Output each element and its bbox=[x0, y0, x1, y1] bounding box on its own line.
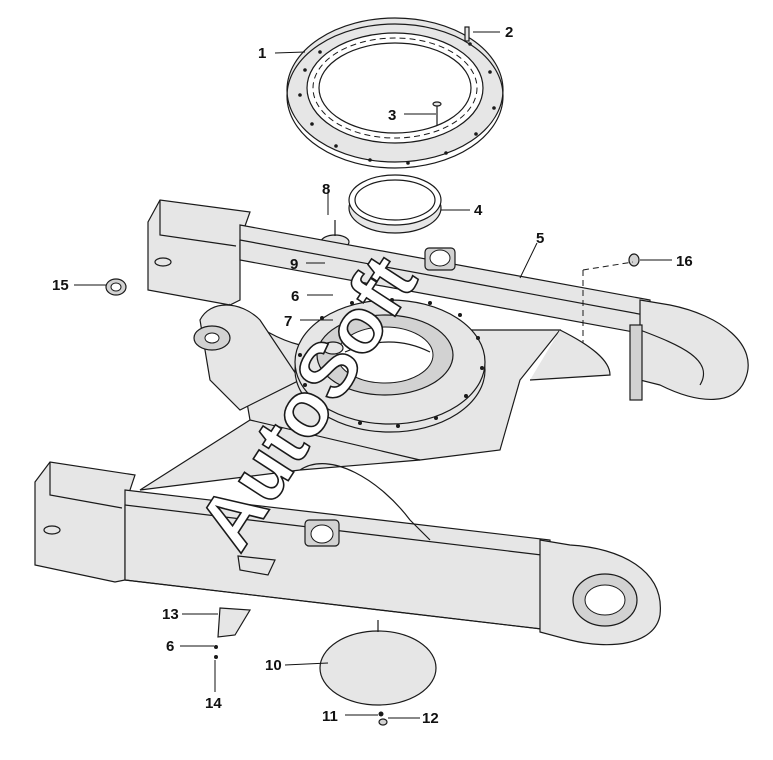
ring-part-16 bbox=[628, 253, 640, 267]
callout-6-lower: 6 bbox=[166, 638, 174, 655]
slewing-ring bbox=[286, 17, 504, 169]
callout-2: 2 bbox=[505, 24, 513, 41]
callout-15: 15 bbox=[52, 277, 69, 294]
carrier-roller-rear bbox=[424, 247, 456, 271]
bolt-part-11 bbox=[378, 711, 384, 717]
callout-1: 1 bbox=[258, 45, 266, 62]
pin-part-2 bbox=[464, 26, 470, 42]
guard-plate-part-13 bbox=[217, 607, 252, 638]
callout-9: 9 bbox=[290, 256, 298, 273]
callout-14: 14 bbox=[205, 695, 222, 712]
callout-5: 5 bbox=[536, 230, 544, 247]
callout-4: 4 bbox=[474, 202, 483, 219]
callout-10: 10 bbox=[265, 657, 282, 674]
callout-11: 11 bbox=[322, 708, 338, 725]
callout-labels: 1 2 3 4 5 6 6 7 8 9 10 11 12 13 14 15 16 bbox=[52, 24, 693, 727]
screw-part-14 bbox=[214, 645, 218, 659]
seal-part-15 bbox=[105, 278, 127, 296]
callout-12: 12 bbox=[422, 710, 439, 727]
undercarriage-frame bbox=[34, 199, 749, 646]
leader-lines bbox=[74, 31, 672, 719]
callout-13: 13 bbox=[162, 606, 179, 623]
callout-3: 3 bbox=[388, 107, 396, 124]
bottom-cover-disc-part-10 bbox=[319, 620, 437, 706]
seal-ring-part-4 bbox=[348, 174, 442, 234]
bolt-part-3 bbox=[432, 101, 442, 126]
callout-8: 8 bbox=[322, 181, 330, 198]
callout-6-upper: 6 bbox=[291, 288, 299, 305]
callout-16: 16 bbox=[676, 253, 693, 270]
carrier-roller-front bbox=[304, 519, 340, 547]
callout-7: 7 bbox=[284, 313, 292, 330]
washer-part-12 bbox=[378, 718, 388, 726]
